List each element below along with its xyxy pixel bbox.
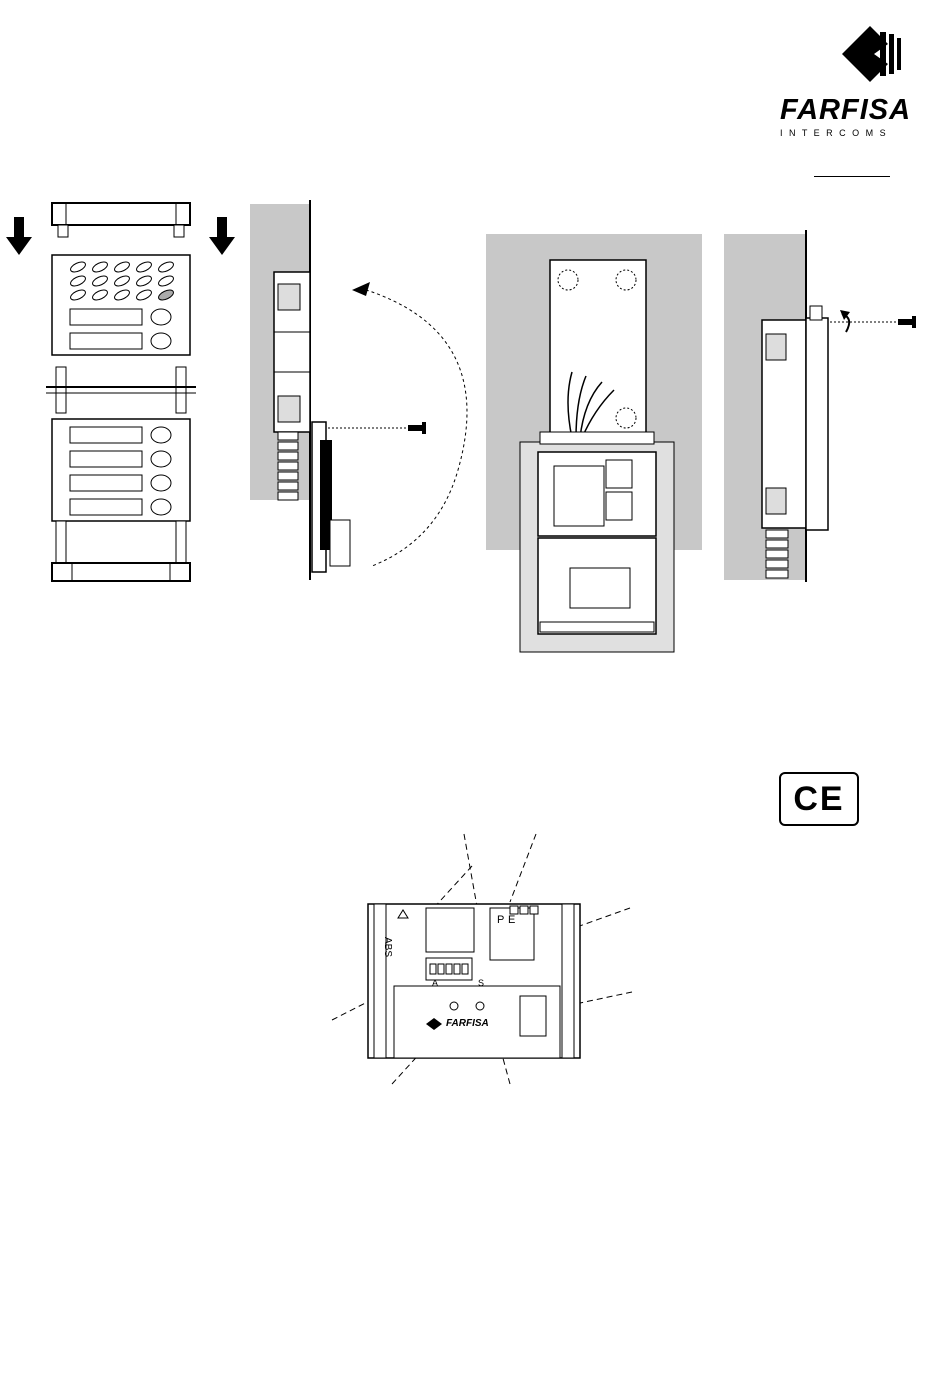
label-p: P: [497, 914, 504, 926]
brand-name: FARFISA: [780, 94, 911, 127]
figure-module-detail: [330, 828, 650, 1088]
figure-side-closed: [722, 230, 942, 590]
brand-tagline: I N T E R C O M S: [780, 128, 888, 138]
rotate-arrow-icon: [840, 310, 850, 332]
screw-icon: [408, 422, 426, 434]
brand-logo: FARFISA I N T E R C O M S: [770, 14, 945, 134]
label-e: E: [508, 914, 515, 926]
ce-mark: CE: [779, 772, 859, 826]
down-arrow-icon: [209, 217, 235, 255]
figure-side-mount: [248, 200, 478, 590]
farfisa-logo-icon: [770, 14, 945, 94]
down-arrow-icon: [6, 217, 32, 255]
figure-front-open: [484, 230, 704, 660]
label-abs: ABS: [382, 937, 393, 957]
label-a-marker: A: [432, 978, 438, 988]
header-rule: [814, 176, 890, 177]
figure-exploded-panel: [0, 195, 240, 585]
ce-mark-text: CE: [793, 780, 844, 819]
module-brand-label: FARFISA: [446, 1018, 489, 1029]
screw-icon: [898, 316, 916, 328]
label-s-marker: S: [478, 978, 484, 988]
